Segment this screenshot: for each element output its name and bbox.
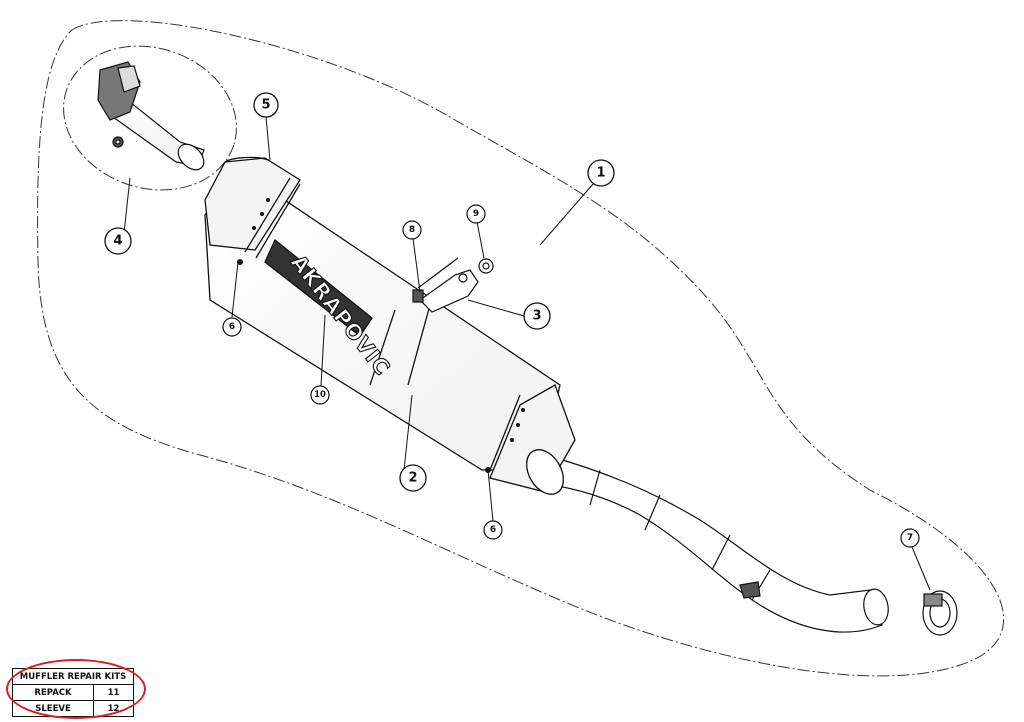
- svg-text:1: 1: [596, 166, 605, 181]
- table-row: REPACK 11: [12, 684, 134, 701]
- kit-name-repack: REPACK: [12, 684, 94, 701]
- table-row: SLEEVE 12: [12, 700, 134, 717]
- callout-8: 8: [402, 220, 422, 240]
- callout-7: 7: [900, 528, 920, 548]
- brand-logo-plate: [264, 238, 373, 337]
- complete-system-outline: [37, 20, 1005, 677]
- callout-6: 6: [222, 317, 242, 337]
- callout-2: 2: [399, 464, 427, 492]
- svg-text:4: 4: [113, 234, 122, 249]
- svg-text:5: 5: [261, 98, 270, 113]
- link-pipe-part: [97, 61, 205, 171]
- callout-9: 9: [466, 204, 486, 224]
- svg-text:6: 6: [490, 525, 496, 535]
- kit-number-repack: 11: [93, 684, 134, 701]
- mounting-bracket-part: [412, 257, 494, 313]
- callout-6: 6: [483, 520, 503, 540]
- assembly-outline: [37, 20, 1005, 677]
- callout-5: 5: [253, 92, 279, 118]
- leader-lines: [123, 116, 931, 591]
- callout-1: 1: [587, 159, 615, 187]
- callout-4: 4: [104, 227, 132, 255]
- svg-text:7: 7: [907, 533, 913, 543]
- svg-text:2: 2: [408, 471, 417, 486]
- header-pipe-part: [529, 454, 889, 633]
- svg-text:8: 8: [409, 225, 415, 235]
- link-pipe-outline: [63, 45, 237, 191]
- muffler-part: AKRAPOVIC: [204, 156, 576, 495]
- repair-kit-title: MUFFLER REPAIR KITS: [12, 668, 134, 685]
- kit-number-sleeve: 12: [93, 700, 134, 717]
- kit-name-sleeve: SLEEVE: [12, 700, 94, 717]
- svg-text:3: 3: [532, 309, 541, 324]
- svg-text:9: 9: [473, 209, 479, 219]
- svg-text:10: 10: [314, 390, 326, 400]
- callout-3: 3: [523, 302, 551, 330]
- repair-kit-table: MUFFLER REPAIR KITS REPACK 11 SLEEVE 12: [12, 668, 134, 717]
- svg-text:6: 6: [229, 322, 235, 332]
- callout-10: 10: [310, 385, 330, 405]
- clamp-part: [922, 590, 958, 636]
